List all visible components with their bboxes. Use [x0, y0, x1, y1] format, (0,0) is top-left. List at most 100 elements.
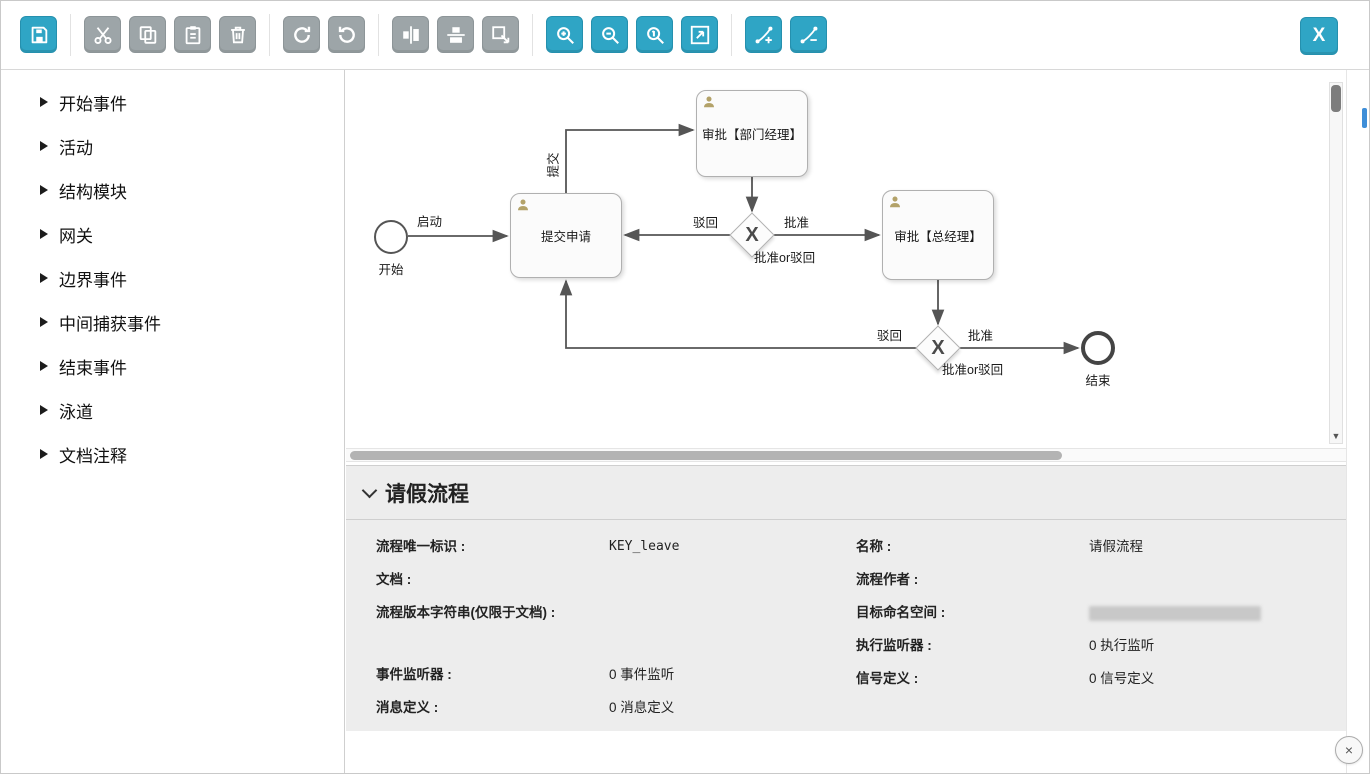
- palette-item[interactable]: 结束事件: [40, 344, 344, 388]
- chevron-right-icon: [40, 97, 48, 107]
- property-value[interactable]: 0 消息定义: [609, 700, 675, 715]
- palette-item[interactable]: 结构模块: [40, 168, 344, 212]
- chevron-down-icon: [361, 482, 378, 499]
- properties-header[interactable]: 请假流程: [346, 466, 1346, 520]
- align-middle-button[interactable]: [392, 16, 429, 53]
- task-label: 审批【总经理】: [894, 229, 982, 244]
- chevron-right-icon: [40, 405, 48, 415]
- property-row: 名称 :请假流程: [856, 538, 1316, 571]
- property-label: 事件监听器 :: [376, 667, 452, 682]
- chevron-right-icon: [40, 317, 48, 327]
- palette-item[interactable]: 泳道: [40, 388, 344, 432]
- save-button[interactable]: [20, 16, 57, 53]
- zoom-in-button[interactable]: [546, 16, 583, 53]
- property-value-redacted[interactable]: [1089, 606, 1261, 621]
- undo-icon: [336, 24, 358, 46]
- toolbar-group: [392, 16, 519, 53]
- bendpoint-add-button[interactable]: [745, 16, 782, 53]
- bendpoint-remove-button[interactable]: [790, 16, 827, 53]
- undo-button[interactable]: [328, 16, 365, 53]
- property-row: 流程唯一标识 : KEY_leave: [376, 538, 856, 571]
- start-event[interactable]: [374, 220, 408, 254]
- copy-button[interactable]: [129, 16, 166, 53]
- scroll-down-icon[interactable]: ▼: [1331, 431, 1341, 441]
- task-approve-general-manager[interactable]: 审批【总经理】: [882, 190, 994, 280]
- task-submit-apply[interactable]: 提交申请: [510, 193, 622, 278]
- property-value[interactable]: 请假流程: [1089, 539, 1143, 554]
- align-center-button[interactable]: [437, 16, 474, 53]
- toolbar-group: [283, 16, 365, 53]
- user-icon: [888, 195, 902, 209]
- property-label: 文档 :: [376, 572, 412, 587]
- bendpoint-add-icon: [753, 24, 775, 46]
- cut-button[interactable]: [84, 16, 121, 53]
- scroll-position-marker: [1362, 108, 1367, 128]
- property-row: 事件监听器 : 0 事件监听: [376, 666, 856, 699]
- palette-item[interactable]: 边界事件: [40, 256, 344, 300]
- edge-label-g2-reject: 驳回: [877, 329, 903, 343]
- property-value[interactable]: 0 事件监听: [609, 667, 675, 682]
- property-value[interactable]: 0 执行监听: [1089, 638, 1155, 653]
- flow-gateway2-reject[interactable]: [559, 279, 916, 349]
- gateway-2-caption: 批准or驳回: [942, 363, 1004, 377]
- palette-item-label: 活动: [59, 138, 93, 158]
- gateway-1-caption: 批准or驳回: [754, 251, 816, 265]
- property-label: 信号定义 :: [856, 671, 919, 686]
- flow-submit-to-dept[interactable]: [565, 123, 695, 193]
- zoom-in-icon: [554, 24, 576, 46]
- close-editor-button[interactable]: X: [1300, 17, 1338, 55]
- toolbar-group: [546, 16, 718, 53]
- property-value[interactable]: 0 信号定义: [1089, 671, 1155, 686]
- property-row: 执行监听器 :0 执行监听: [856, 637, 1316, 670]
- palette-item-label: 中间捕获事件: [59, 314, 161, 334]
- end-event[interactable]: [1081, 331, 1115, 365]
- property-label: 流程作者 :: [856, 572, 919, 587]
- palette-item[interactable]: 网关: [40, 212, 344, 256]
- edge-label-g1-approve: 批准: [784, 216, 810, 230]
- zoom-fit-button[interactable]: [681, 16, 718, 53]
- zoom-actual-icon: [644, 24, 666, 46]
- chevron-right-icon: [40, 449, 48, 459]
- diagram-canvas[interactable]: 开始 提交申请 审批【部门经理】 审批【总经理】 X 批准or驳回 X 批准or…: [346, 70, 1346, 465]
- palette-item-label: 泳道: [59, 402, 93, 422]
- palette-item[interactable]: 开始事件: [40, 80, 344, 124]
- sequence-flows: [408, 123, 1080, 355]
- property-row: 文档 :: [376, 571, 856, 604]
- toolbar-group: [745, 16, 827, 53]
- start-event-label: 开始: [378, 263, 404, 277]
- same-size-icon: [490, 24, 512, 46]
- horizontal-scrollbar[interactable]: [346, 448, 1346, 462]
- edge-label-launch: 启动: [417, 215, 443, 229]
- property-row: 流程作者 :: [856, 571, 1316, 604]
- toolbar-groups: [20, 13, 827, 56]
- redo-button[interactable]: [283, 16, 320, 53]
- horizontal-scrollbar-thumb[interactable]: [350, 451, 1062, 460]
- vertical-scrollbar[interactable]: ▼: [1329, 82, 1343, 444]
- bendpoint-remove-icon: [798, 24, 820, 46]
- palette-item-label: 网关: [59, 226, 93, 246]
- palette-item[interactable]: 中间捕获事件: [40, 300, 344, 344]
- task-approve-dept-manager[interactable]: 审批【部门经理】: [696, 90, 808, 177]
- vertical-scrollbar-thumb[interactable]: [1331, 85, 1341, 112]
- paste-button[interactable]: [174, 16, 211, 53]
- end-event-label: 结束: [1085, 374, 1111, 388]
- palette-item-label: 文档注释: [59, 446, 127, 466]
- property-row: 目标命名空间 :: [856, 604, 1316, 637]
- cut-icon: [92, 24, 114, 46]
- property-value[interactable]: KEY_leave: [609, 539, 680, 554]
- palette-item[interactable]: 文档注释: [40, 432, 344, 476]
- palette-item[interactable]: 活动: [40, 124, 344, 168]
- dialog-close-button[interactable]: ×: [1335, 736, 1363, 764]
- copy-icon: [137, 24, 159, 46]
- zoom-actual-button[interactable]: [636, 16, 673, 53]
- same-size-button[interactable]: [482, 16, 519, 53]
- property-label: 流程唯一标识 :: [376, 539, 466, 554]
- delete-button[interactable]: [219, 16, 256, 53]
- zoom-out-button[interactable]: [591, 16, 628, 53]
- palette-item-label: 边界事件: [59, 270, 127, 290]
- property-label: 目标命名空间 :: [856, 605, 946, 620]
- process-title: 请假流程: [385, 481, 469, 506]
- toolbar-separator: [378, 13, 379, 56]
